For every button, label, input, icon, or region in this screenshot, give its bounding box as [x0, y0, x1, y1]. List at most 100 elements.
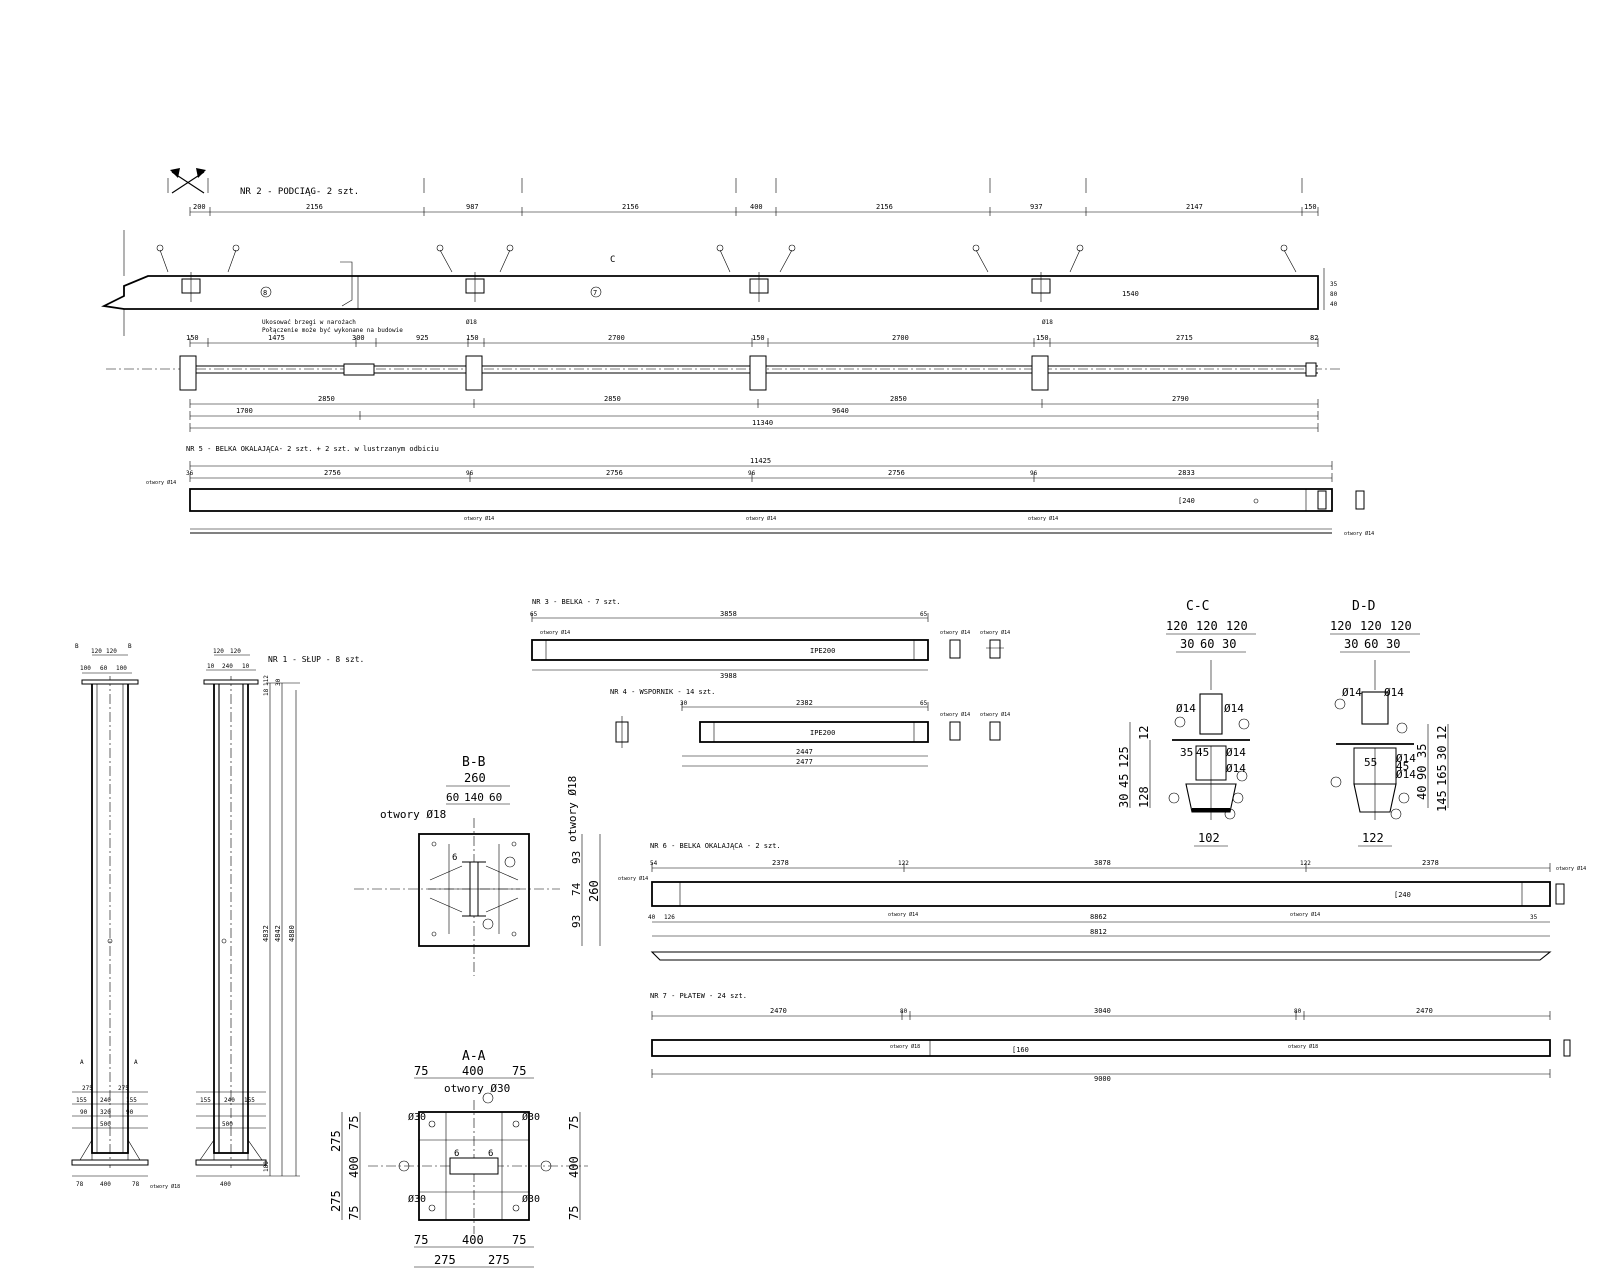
nr2-connection-4	[1031, 272, 1051, 302]
aa-hole-top: otwory Ø30	[444, 1082, 510, 1095]
nr1-base-dim-1: 275	[118, 1085, 129, 1092]
cc-hole-0: Ø14	[1176, 702, 1196, 715]
nr4-bracket: NR 4 - WSPORNIK - 14 szt. 30 2382 65 IPE…	[610, 688, 1010, 767]
nr3-hole-2: otwory Ø14	[980, 629, 1010, 636]
dd-side-1: 90	[1415, 766, 1429, 780]
dd-side-6: 12	[1435, 726, 1449, 740]
nr4-sub-1: 2477	[796, 758, 813, 766]
nr2-top-dim-6: 937	[1030, 203, 1043, 211]
nr1-head-dim-4: 100	[116, 665, 127, 672]
nr6-hole-2: otwory Ø14	[1290, 911, 1320, 918]
dd-top-5: 30	[1386, 637, 1400, 651]
svg-text:8: 8	[263, 289, 267, 297]
nr2-lower-dim-0: 2850	[318, 395, 335, 403]
nr1-base-dim-4: 155	[126, 1097, 137, 1104]
nr2-span-dim-0: 1700	[236, 407, 253, 415]
nr5-hole-2: otwory Ø14	[746, 515, 776, 522]
cc-inner-0: 35	[1180, 746, 1193, 759]
nr2-lower-dim-1: 2850	[604, 395, 621, 403]
nr5-dim-0: 36	[186, 470, 194, 477]
cc-inner-1: 45	[1196, 746, 1209, 759]
nr6-hole-left: otwory Ø14	[618, 875, 648, 882]
nr1-small-3: 180	[263, 1161, 270, 1172]
nr7-dim-2: 3040	[1094, 1007, 1111, 1015]
bb-side-3: 260	[587, 880, 601, 902]
aa-hole-0: Ø30	[408, 1111, 426, 1123]
nr3-beam: NR 3 - BELKA - 7 szt. 65 3858 65 IPE200 …	[530, 598, 1010, 680]
nr2-right-dim-1: 80	[1330, 291, 1338, 298]
dd-top-2: 120	[1390, 619, 1412, 633]
nr2-lower-dim-3: 2790	[1172, 395, 1189, 403]
nr1-head-dim-0b: 120	[213, 648, 224, 655]
nr1-base-dim-3: 240	[100, 1097, 111, 1104]
nr1-base-dim-0: 275	[82, 1085, 93, 1092]
nr1-column: NR 1 - SŁUP - 8 szt. B B 120 120 100 60 …	[71, 643, 364, 1190]
nr7-dim-4: 2470	[1416, 1007, 1433, 1015]
nr3-dim-1: 3858	[720, 610, 737, 618]
nr1-base-dim-4b: 155	[244, 1097, 255, 1104]
aa-bottom-0: 75	[414, 1233, 428, 1247]
dd-hole-1: Ø14	[1384, 686, 1404, 699]
aa-hole-1: Ø30	[522, 1111, 540, 1123]
nr2-plan-dim-4: 150	[466, 334, 479, 342]
aa-right-0: 75	[567, 1116, 581, 1130]
nr7-profile: [160	[1012, 1046, 1029, 1054]
nr5-profile: [240	[1178, 497, 1195, 505]
section-d-d: D-D 120 120 120 30 60 30 Ø14 Ø14 Ø14 Ø14…	[1330, 599, 1449, 847]
nr2-top-dim-4: 400	[750, 203, 763, 211]
nr2-top-dim-0: 200	[193, 203, 206, 211]
cc-top-4: 60	[1200, 637, 1214, 651]
nr2-plan-dim-9: 2715	[1176, 334, 1193, 342]
nr6-end-2: 35	[1530, 914, 1538, 921]
nr3-hole-0: otwory Ø14	[540, 629, 570, 636]
nr4-dim-0: 30	[680, 700, 688, 707]
dd-hole-2: Ø14	[1396, 752, 1416, 765]
nr1-foot-dim-2: 78	[132, 1181, 140, 1188]
aa-weld-0: 6	[454, 1149, 459, 1159]
nr2-top-dim-2: 987	[466, 203, 479, 211]
cc-side-4: 128	[1137, 786, 1151, 808]
nr2-hole-label-1: Ø18	[466, 319, 477, 326]
nr4-hole-1: otwory Ø14	[980, 711, 1010, 718]
nr6-end-0: 40	[648, 914, 656, 921]
dd-side-0: 40	[1415, 786, 1429, 800]
nr1-foot-dim-0b: 400	[220, 1181, 231, 1188]
nr1-mark-b1: B	[75, 643, 79, 650]
nr1-base-dim-8: 500	[100, 1121, 111, 1128]
nr6-hole-1: otwory Ø14	[888, 911, 918, 918]
nr1-head-dim-0: 120	[91, 648, 102, 655]
dd-side-2: 35	[1415, 744, 1429, 758]
nr1-base-dim-5: 90	[80, 1109, 88, 1116]
dd-hole-0: Ø14	[1342, 686, 1362, 699]
aa-hole-2: Ø30	[408, 1193, 426, 1205]
aa-bottom-4: 275	[488, 1253, 510, 1267]
nr1-base-left	[71, 1091, 149, 1177]
nr2-note-2: Połączenie może być wykonane na budowie	[262, 327, 403, 334]
nr6-dim-3: 3878	[1094, 859, 1111, 867]
dd-hole-3: Ø14	[1396, 768, 1416, 781]
bb-dim-3: 60	[489, 791, 502, 804]
nr1-head-dim-1b: 120	[230, 648, 241, 655]
nr1-base-dim-3b: 240	[224, 1097, 235, 1104]
nr7-hole-1: otwory Ø18	[1288, 1043, 1318, 1050]
dd-top-4: 60	[1364, 637, 1378, 651]
nr7-hole-0: otwory Ø18	[890, 1043, 920, 1050]
dd-side-3: 145	[1435, 790, 1449, 812]
nr7-dim-0: 2470	[770, 1007, 787, 1015]
nr5-hole-3: otwory Ø14	[1028, 515, 1058, 522]
aa-top-dim-1: 400	[462, 1064, 484, 1078]
nr2-top-dim-5: 2156	[876, 203, 893, 211]
nr6-title: NR 6 - BELKA OKALAJĄCA - 2 szt.	[650, 842, 781, 850]
dd-bottom: 122	[1362, 831, 1384, 845]
nr1-base-dim-7: 90	[126, 1109, 134, 1116]
section-c-c: C-C 120 120 120 30 60 30 Ø14 Ø14 Ø14 Ø14…	[1117, 599, 1256, 847]
nr1-head-dim-2: 100	[80, 665, 91, 672]
nr3-title: NR 3 - BELKA - 7 szt.	[532, 598, 621, 606]
nr3-dim-2: 65	[920, 611, 928, 618]
nr1-head-dim-7: 10	[242, 663, 250, 670]
nr2-total: 11340	[752, 419, 773, 427]
nr5-dim-1: 2756	[324, 469, 341, 477]
nr1-base-dim-6: 320	[100, 1109, 111, 1116]
section-a-a: A-A 75 400 75 otwory Ø30 Ø30 Ø30 Ø30 Ø30…	[329, 1049, 588, 1268]
